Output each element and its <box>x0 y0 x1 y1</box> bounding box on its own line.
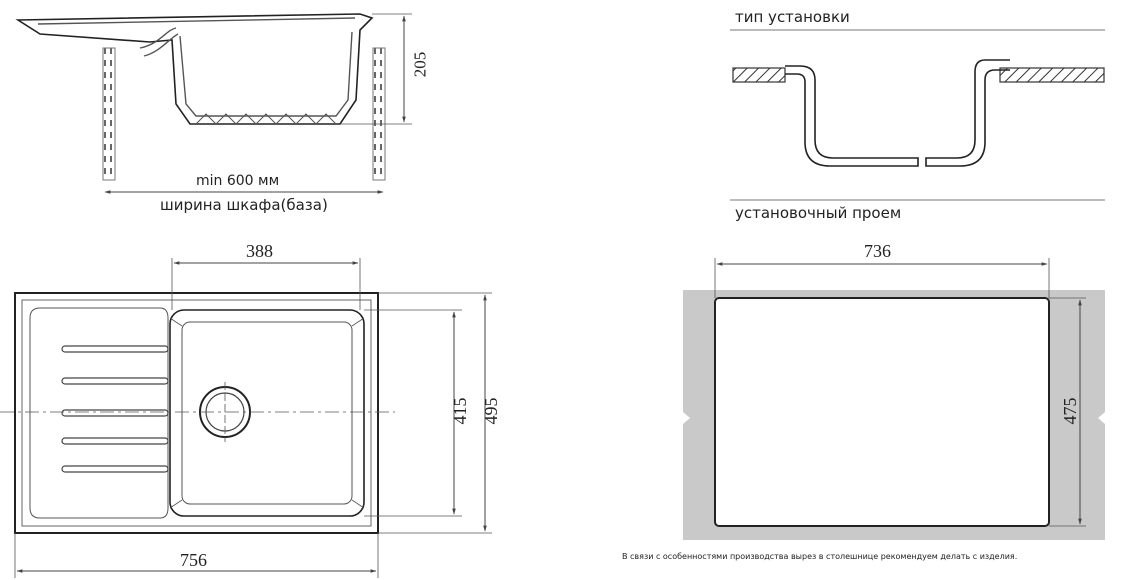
cutout-title: установочный проем <box>735 204 902 222</box>
bowl-inner <box>181 321 353 505</box>
sink-ribs <box>195 113 337 125</box>
drainer-grooves <box>61 345 169 473</box>
bowl-width-label: 388 <box>246 241 273 261</box>
sink-section-left <box>785 65 919 167</box>
top-view <box>0 258 492 578</box>
cutout-height-label: 475 <box>1060 397 1080 425</box>
total-width-label: 756 <box>180 550 207 570</box>
countertop-left <box>732 67 786 83</box>
countertop-right <box>999 67 1105 83</box>
sink-section-right <box>925 59 1010 167</box>
cabinet-width-label: ширина шкафа(база) <box>160 196 328 214</box>
cabinet-wall-left <box>102 47 116 181</box>
cutout-opening <box>714 297 1050 527</box>
depth-label: 205 <box>410 51 430 78</box>
bowl-outer <box>169 309 365 517</box>
cutout-width-label: 736 <box>864 241 891 261</box>
install-type-diagram <box>730 29 1105 201</box>
sink-profile <box>15 13 374 125</box>
cabinet-wall-right <box>372 47 386 181</box>
install-type-title: тип установки <box>735 8 850 26</box>
side-view <box>15 13 412 194</box>
min-width-label: min 600 мм <box>196 173 280 189</box>
drainer-area <box>29 307 169 519</box>
cutout-diagram <box>683 258 1105 540</box>
bowl-height-label: 415 <box>450 397 470 425</box>
total-height-label: 495 <box>481 397 501 425</box>
cutout-note: В связи с особенностями производства выр… <box>622 552 1018 561</box>
